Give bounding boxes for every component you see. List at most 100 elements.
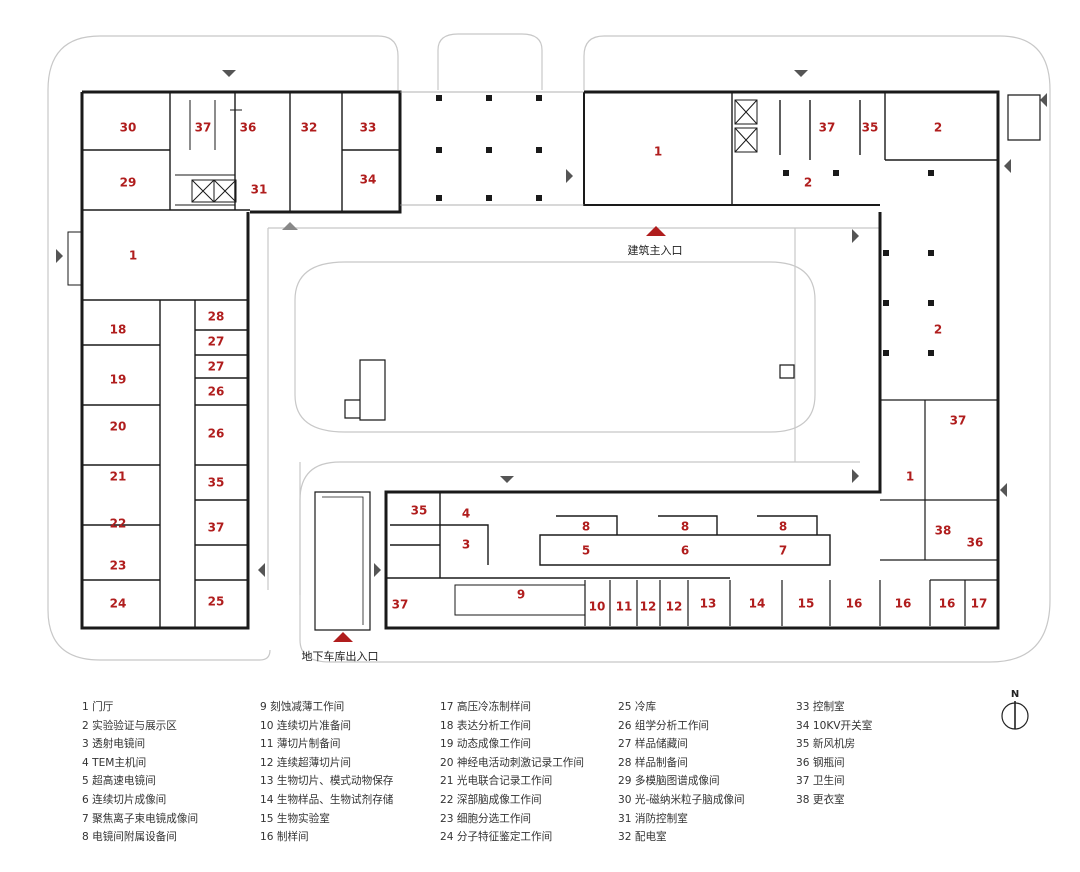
legend-item: 16 制样间 <box>260 831 309 844</box>
room-number: 2 <box>934 121 942 135</box>
room-number: 1 <box>129 249 137 263</box>
site-outline <box>47 33 1051 663</box>
room-number: 1 <box>654 145 662 159</box>
main-entrance-marker <box>333 226 666 642</box>
legend-item: 2 实验验证与展示区 <box>82 719 177 732</box>
room-number: 33 <box>360 121 377 135</box>
legend-item: 29 多模脑图谱成像间 <box>618 775 720 788</box>
room-number: 25 <box>208 595 225 609</box>
elevator-cores <box>191 99 758 203</box>
room-number: 35 <box>208 476 225 490</box>
legend-item: 21 光电联合记录工作间 <box>440 775 553 788</box>
room-number: 31 <box>251 183 268 197</box>
room-number: 26 <box>208 427 225 441</box>
legend-item: 15 生物实验室 <box>260 812 330 825</box>
legend-item: 1 门厅 <box>82 701 114 713</box>
room-number: 32 <box>301 121 318 135</box>
legend-item: 23 细胞分选工作间 <box>440 812 532 825</box>
legend-item: 34 10KV开关室 <box>796 719 873 732</box>
room-number: 10 <box>589 600 606 614</box>
legend-item: 19 动态成像工作间 <box>440 738 532 751</box>
room-number: 27 <box>208 335 225 349</box>
legend-item: 12 连续超薄切片间 <box>260 756 352 769</box>
room-number: 38 <box>935 524 952 538</box>
legend-item: 36 钢瓶间 <box>796 756 845 769</box>
legend-item: 6 连续切片成像间 <box>82 793 167 806</box>
room-number: 12 <box>640 600 657 614</box>
legend-item: 14 生物样品、生物试剂存储 <box>260 793 394 806</box>
legend-item: 18 表达分析工作间 <box>440 719 532 732</box>
room-number: 29 <box>120 176 137 190</box>
legend-item: 4 TEM主机间 <box>82 756 147 769</box>
legend-item: 32 配电室 <box>618 831 667 844</box>
room-number: 1 <box>906 470 914 484</box>
room-number: 7 <box>779 544 787 558</box>
room-number: 35 <box>862 121 879 135</box>
building-walls <box>67 90 1041 631</box>
room-number: 28 <box>208 310 225 324</box>
legend-item: 8 电镜间附属设备间 <box>82 831 177 844</box>
room-number: 20 <box>110 420 127 434</box>
room-number: 19 <box>110 373 127 387</box>
legend-item: 27 样品储藏间 <box>618 738 688 751</box>
legend-item: 24 分子特征鉴定工作间 <box>440 831 553 844</box>
room-number: 8 <box>681 520 689 534</box>
legend-item: 3 透射电镜间 <box>82 738 146 751</box>
legend-item: 31 消防控制室 <box>618 812 688 825</box>
room-number: 34 <box>360 173 377 187</box>
legend-item: 5 超高速电镜间 <box>82 775 156 788</box>
room-number: 26 <box>208 385 225 399</box>
garage-entrance-label: 地下车库出入口 <box>302 649 379 663</box>
legend-item: 22 深部脑成像工作间 <box>440 793 542 806</box>
main-entrance-label: 建筑主入口 <box>628 243 683 257</box>
room-number: 36 <box>967 536 984 550</box>
legend-item: 25 冷库 <box>618 701 657 713</box>
legend-item: 17 高压冷冻制样间 <box>440 701 532 713</box>
columns <box>436 95 934 356</box>
legend-item: 7 聚焦离子束电镜成像间 <box>82 812 199 825</box>
room-number: 4 <box>462 507 470 521</box>
room-number: 15 <box>798 597 815 611</box>
legend-item: 11 薄切片制备间 <box>260 738 341 751</box>
room-number: 13 <box>700 597 717 611</box>
room-number: 37 <box>195 121 212 135</box>
legend-item: 38 更衣室 <box>796 793 845 806</box>
room-number: 17 <box>971 597 988 611</box>
entrance-arrows <box>56 70 1047 577</box>
room-number: 30 <box>120 121 137 135</box>
room-number: 37 <box>208 521 225 535</box>
legend-item: 26 组学分析工作间 <box>618 719 710 732</box>
room-number: 37 <box>950 414 967 428</box>
room-number: 3 <box>462 538 470 552</box>
room-number: 35 <box>411 504 428 518</box>
room-number: 12 <box>666 600 683 614</box>
legend-item: 20 神经电活动刺激记录工作间 <box>440 756 584 769</box>
room-number: 36 <box>240 121 257 135</box>
room-number: 37 <box>819 121 836 135</box>
room-number: 16 <box>846 597 863 611</box>
room-number: 27 <box>208 360 225 374</box>
legend-item: 37 卫生间 <box>796 775 845 788</box>
legend-item: 13 生物切片、模式动物保存 <box>260 775 394 788</box>
legend: 1 门厅 2 实验验证与展示区 3 透射电镜间 4 TEM主机间 5 超高速电镜间 6 连… <box>82 698 982 847</box>
room-number: 8 <box>582 520 590 534</box>
north-arrow: N <box>1001 689 1029 730</box>
legend-item: 28 样品制备间 <box>618 756 688 769</box>
legend-item: 35 新风机房 <box>796 738 856 751</box>
room-number: 21 <box>110 470 127 484</box>
legend-item: 30 光-磁纳米粒子脑成像间 <box>618 793 745 806</box>
room-number: 16 <box>895 597 912 611</box>
room-number: 2 <box>804 176 812 190</box>
room-number: 2 <box>934 323 942 337</box>
room-number: 6 <box>681 544 689 558</box>
room-number: 5 <box>582 544 590 558</box>
legend-item: 33 控制室 <box>796 701 845 713</box>
room-number: 23 <box>110 559 127 573</box>
legend-item: 10 连续切片准备间 <box>260 719 352 732</box>
room-number: 16 <box>939 597 956 611</box>
room-number: 8 <box>779 520 787 534</box>
room-number: 11 <box>616 600 633 614</box>
room-number: 9 <box>517 588 525 602</box>
